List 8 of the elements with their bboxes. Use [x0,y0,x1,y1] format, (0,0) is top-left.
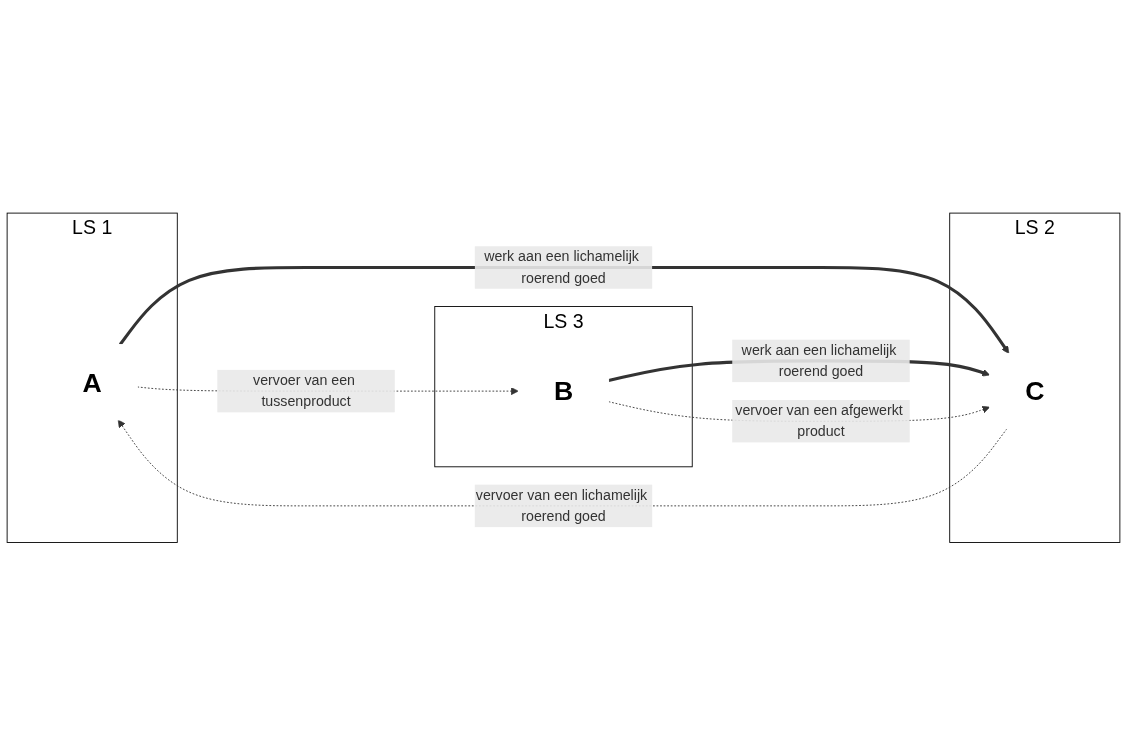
node-text: B [553,376,574,406]
edge-label: werk aan een lichamelijk roerend goed [741,342,897,379]
edge-label: vervoer van een tussenproduct [253,372,355,410]
edge-label: werk aan een lichamelijk roerend goed [484,249,639,286]
edge-label: vervoer van een lichamelijk roerend goed [475,487,648,524]
node-text: C [1025,376,1045,406]
node-text: A [82,367,102,398]
edge-label: vervoer van een afgewerkt product [735,402,903,440]
